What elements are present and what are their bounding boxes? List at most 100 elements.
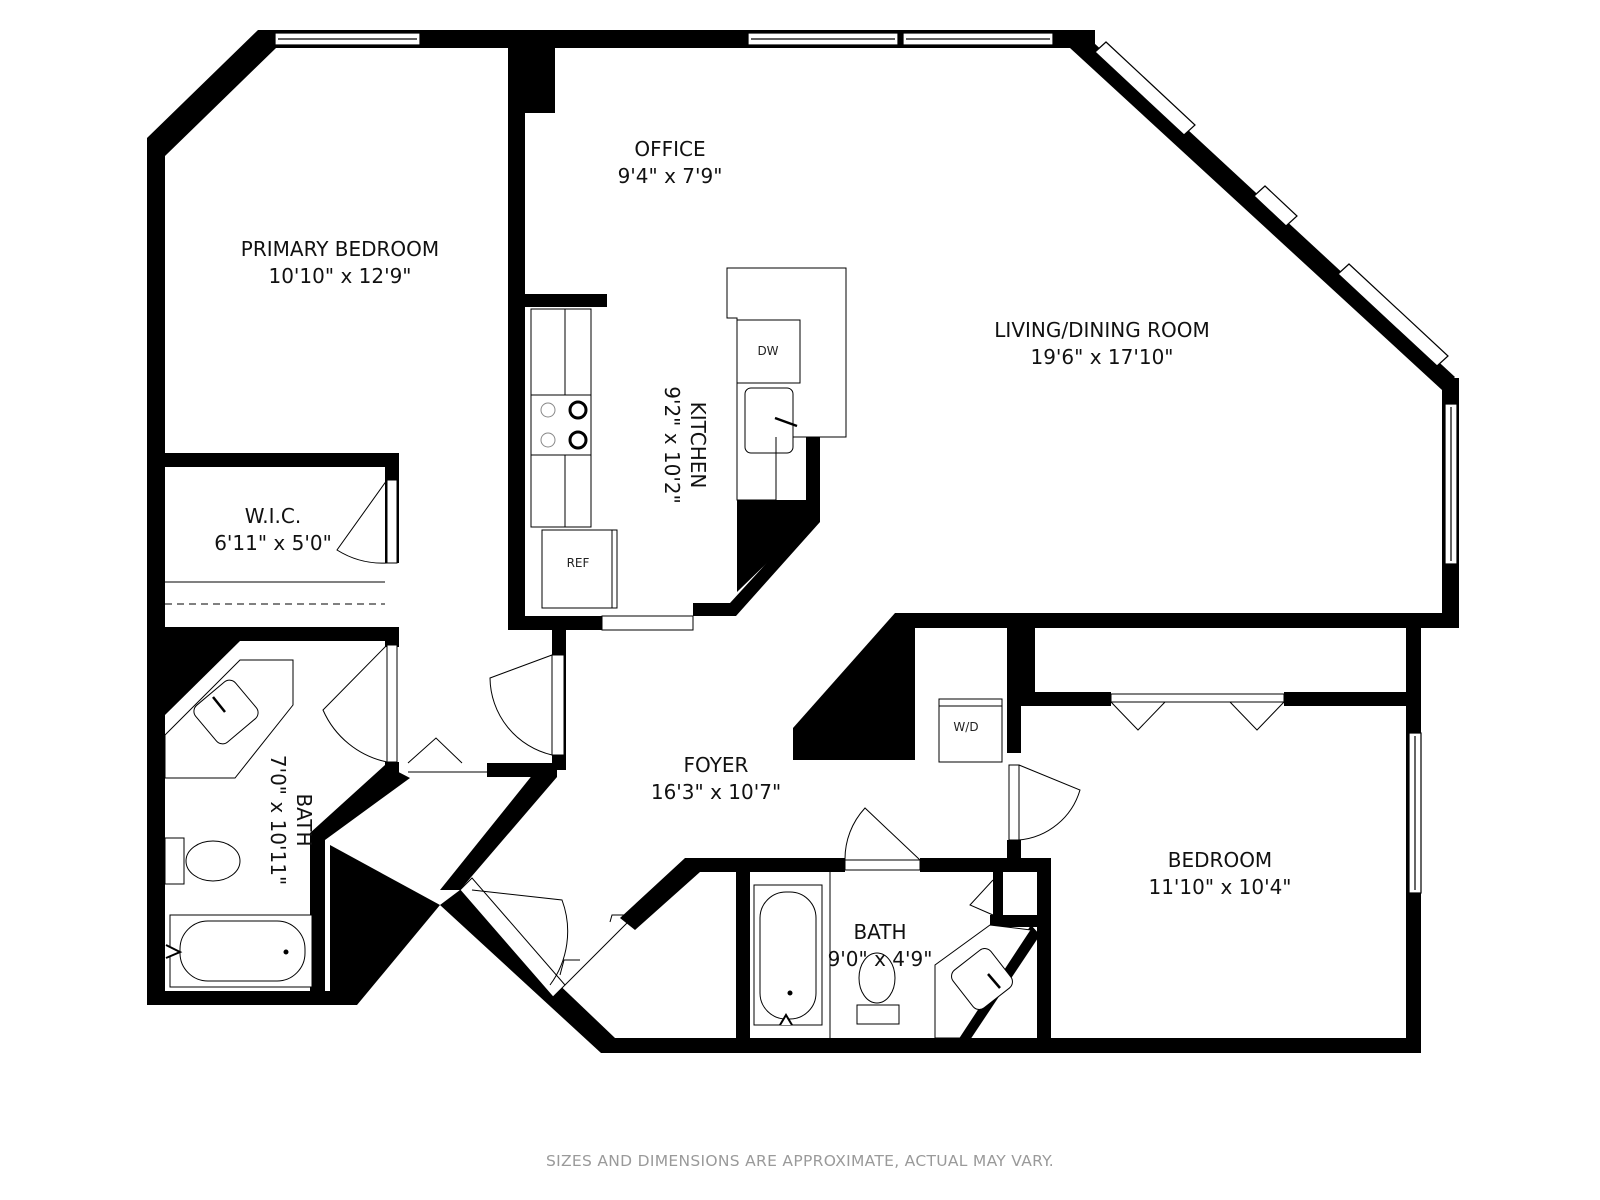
door-foyer-jamb[interactable]: [551, 654, 565, 756]
wall-lower-diagonal: [440, 890, 615, 1053]
refrigerator: [541, 529, 618, 609]
wall-bedroom-left-upper: [1007, 840, 1021, 860]
primary-bedroom-label: PRIMARY BEDROOM: [241, 237, 439, 261]
kitchen-label: KITCHEN: [686, 402, 710, 489]
door-bath-swing[interactable]: [322, 644, 388, 763]
wall-upper-right-diagonal: [1070, 30, 1455, 390]
burner-icon: [568, 400, 588, 420]
dishwasher: [736, 319, 801, 384]
primary-bath-fixtures: [164, 659, 313, 988]
primary-bath-dimensions: 7'0" x 10'11": [266, 755, 290, 885]
door-kitchen-opening[interactable]: [601, 615, 694, 631]
door-foyer-swing[interactable]: [489, 654, 553, 756]
wall-kitchen-column: [737, 500, 806, 592]
island-counter: [726, 267, 847, 501]
door-entry-closet[interactable]: [559, 914, 628, 976]
office-label: OFFICE: [634, 137, 705, 161]
windows: [274, 32, 1458, 894]
office-dimensions: 9'4" x 7'9": [618, 164, 723, 188]
tub-faucet-icon: [165, 944, 183, 959]
door-linen-swing[interactable]: [969, 879, 994, 916]
tub-basin: [759, 891, 817, 1020]
door-entry-closet-track[interactable]: [564, 919, 631, 986]
hall-bath-label: BATH: [853, 920, 906, 944]
disclaimer-footer: SIZES AND DIMENSIONS ARE APPROXIMATE, AC…: [546, 1152, 1054, 1170]
burner-icon: [568, 430, 588, 450]
wic-dimensions: 6'11" x 5'0": [214, 531, 332, 555]
window-diagonal-2: [1253, 185, 1298, 227]
door-wic-jamb[interactable]: [386, 479, 398, 564]
bath-sink: [193, 679, 259, 745]
sink-basin: [744, 387, 794, 454]
wall-wic-bottom: [147, 627, 399, 641]
window-diagonal-1: [1094, 41, 1196, 136]
burner-icon: [540, 432, 556, 448]
drain-icon: [787, 990, 793, 996]
bath-sink: [951, 948, 1013, 1010]
burner-icon: [540, 402, 556, 418]
appliance-labels: DW REF W/D: [567, 344, 979, 734]
kitchen-dimensions: 9'2" x 10'2": [660, 386, 684, 504]
primary-bath-label-group: BATH 7'0" x 10'11": [266, 755, 316, 885]
door-hall-bath-swing[interactable]: [844, 807, 921, 861]
wall-bath-right: [385, 627, 399, 647]
wall-left: [147, 138, 165, 1005]
door-bedroom-closet-track[interactable]: [1110, 693, 1285, 703]
wall-bedroom-left: [1037, 860, 1051, 1045]
wall-kitchen-bottom-right: [693, 437, 820, 616]
wall-wic-top: [147, 453, 399, 467]
wall-hall-bath-left: [620, 858, 700, 930]
wall-kitchen-top: [525, 294, 607, 307]
living-dining-label: LIVING/DINING ROOM: [994, 318, 1209, 342]
wall-bath-dark-wedge: [330, 845, 440, 1005]
wall-bath-lower: [310, 765, 410, 1000]
wall-foyer-triangle: [793, 613, 915, 760]
door-wic-swing[interactable]: [336, 479, 388, 564]
faucet-icon: [987, 973, 1001, 989]
faucet-icon: [212, 696, 226, 713]
hall-bath-fixtures: [753, 872, 1032, 1039]
wall-laundry-right: [1007, 613, 1021, 753]
kitchen-label-group: KITCHEN 9'2" x 10'2": [660, 386, 710, 504]
wall-hall-bath-top-right: [920, 858, 1051, 872]
primary-bath-label: BATH: [292, 793, 316, 846]
toilet-tank: [856, 1004, 900, 1025]
wall-foyer-kitchen: [552, 616, 602, 630]
toilet-tank: [164, 837, 185, 885]
toilet-bowl: [185, 840, 241, 882]
door-closet-fold[interactable]: [407, 737, 463, 764]
wall-closet-diagonal: [440, 763, 557, 890]
wall-living-bottom: [900, 613, 1459, 628]
door-bedroom-closet-fold[interactable]: [1110, 701, 1285, 731]
door-entry-swing[interactable]: [471, 889, 569, 986]
wic-shelves: [165, 581, 385, 605]
wic-label: W.I.C.: [245, 504, 301, 528]
faucet-icon: [774, 416, 798, 428]
refrigerator-label: REF: [567, 556, 590, 570]
foyer-label: FOYER: [684, 753, 749, 777]
laundry: [938, 698, 1003, 763]
washer-dryer: [938, 698, 1003, 763]
wall-upper-left-diagonal: [147, 30, 276, 156]
toilet-bowl: [858, 952, 896, 1004]
door-bath-jamb[interactable]: [386, 644, 398, 763]
foyer-dimensions: 16'3" x 10'7": [651, 780, 781, 804]
hall-bath-dimensions: 9'0" x 4'9": [828, 947, 933, 971]
washer-dryer-label: W/D: [953, 720, 978, 734]
door-laundry-swing[interactable]: [1018, 764, 1081, 841]
wall-bottom: [601, 1038, 1421, 1053]
room-labels: OFFICE 9'4" x 7'9" PRIMARY BEDROOM 10'10…: [214, 137, 1291, 971]
primary-bedroom-dimensions: 10'10" x 12'9": [268, 264, 411, 288]
tub-faucet-icon: [779, 1013, 793, 1026]
wall-linen-left: [993, 870, 1003, 920]
wall-bedroom-closet-divider: [1021, 613, 1035, 703]
kitchen-fixtures: [530, 267, 847, 609]
dishwasher-label: DW: [757, 344, 778, 358]
window-diagonal-3: [1337, 263, 1449, 367]
bedroom-label: BEDROOM: [1168, 848, 1272, 872]
wall-bedroom-office: [508, 30, 525, 630]
bedroom-dimensions: 11'10" x 10'4": [1148, 875, 1291, 899]
door-hall-bath-jamb[interactable]: [844, 859, 921, 871]
door-laundry-jamb[interactable]: [1008, 764, 1020, 841]
